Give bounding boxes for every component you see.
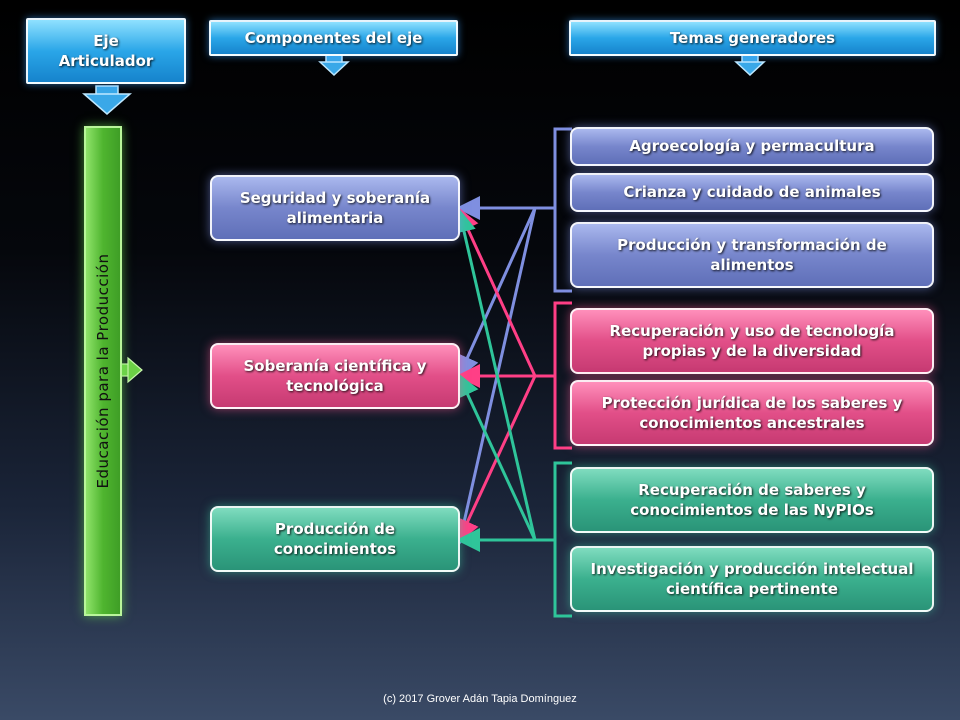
link-green-3 [456,372,537,541]
componente-produccion-label: Producción de conocimientos [273,519,397,558]
tema-crianza-label: Crianza y cuidado de animales [623,183,881,202]
header-arrow-temas [734,54,766,77]
tema-produccion-alimentos: Producción y transformación de alimentos [570,222,934,288]
tema-agroecologia: Agroecología y permacultura [570,127,934,166]
copyright-footer: (c) 2017 Grover Adán Tapia Domínguez [383,693,577,705]
componente-produccion: Producción de conocimientos [210,506,460,572]
componente-soberania: Soberanía científica y tecnológica [210,343,460,409]
header-arrow-eje [81,85,133,115]
header-eje-articulador: Eje Articulador [26,18,186,84]
header-temas: Temas generadores [569,20,936,56]
tema-recuperacion-saberes: Recuperación de saberes y conocimientos … [570,467,934,533]
tema-investigacion: Investigación y producción intelectual c… [570,546,934,612]
tema-agroecologia-label: Agroecología y permacultura [629,137,875,156]
header-arrow-componentes [318,54,350,77]
header-temas-label: Temas generadores [669,28,836,47]
tema-proteccion-juridica: Protección jurídica de los saberes y con… [570,380,934,446]
tema-recuperacion-tecnologia: Recuperación y uso de tecnología propias… [570,308,934,374]
bar-right-arrow [119,356,143,384]
componente-seguridad-label: Seguridad y soberanía alimentaria [239,188,431,227]
tema-proteccion-juridica-label: Protección jurídica de los saberes y con… [601,393,903,432]
bracket-blue [553,127,572,293]
header-componentes: Componentes del eje [209,20,458,56]
componente-seguridad: Seguridad y soberanía alimentaria [210,175,460,241]
tema-crianza: Crianza y cuidado de animales [570,173,934,212]
componente-soberania-label: Soberanía científica y tecnológica [243,356,427,395]
link-pink-2 [456,206,537,377]
tema-recuperacion-saberes-label: Recuperación de saberes y conocimientos … [630,480,874,519]
link-green-2 [452,208,537,541]
header-eje-label: Eje Articulador [58,31,154,70]
eje-articulador-label: Educación para la Producción [94,253,112,489]
tema-produccion-alimentos-label: Producción y transformación de alimentos [617,235,887,274]
tema-recuperacion-tecnologia-label: Recuperación y uso de tecnología propias… [609,321,895,360]
eje-articulador-bar: Educación para la Producción [84,126,122,616]
header-componentes-label: Componentes del eje [244,28,423,47]
tema-investigacion-label: Investigación y producción intelectual c… [590,559,914,598]
